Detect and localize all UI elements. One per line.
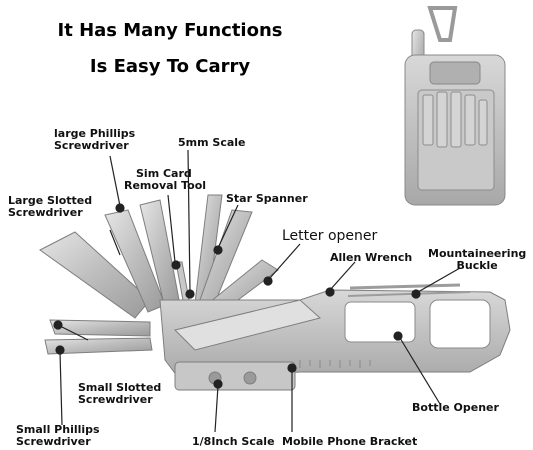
label-mountaineering-line2: Buckle	[456, 259, 498, 272]
label-inch-scale: 1/8Inch Scale	[192, 435, 275, 448]
pointer-lines	[53, 149, 461, 433]
label-mountaineering-buckle: Mountaineering Buckle	[428, 248, 526, 272]
label-small-phillips-line1: Small Phillips	[16, 423, 100, 436]
label-large-slotted: Large Slotted Screwdriver	[8, 195, 92, 219]
label-bottle-opener: Bottle Opener	[412, 401, 499, 414]
label-mountaineering-line1: Mountaineering	[428, 247, 527, 260]
label-small-slotted-line2: Screwdriver	[78, 393, 153, 406]
label-large-slotted-line2: Screwdriver	[8, 206, 83, 219]
label-small-phillips-line2: Screwdriver	[16, 435, 91, 448]
label-small-phillips: Small Phillips Screwdriver	[16, 424, 100, 448]
open-tool-image	[39, 194, 511, 391]
label-sim-card: Sim Card Removal Tool	[124, 168, 206, 192]
folded-tool-image	[404, 6, 506, 206]
label-large-phillips: large Phillips Screwdriver	[54, 128, 135, 152]
headline-line-2: Is Easy To Carry	[89, 56, 251, 77]
label-phone-bracket: Mobile Phone Bracket	[282, 435, 418, 448]
label-small-slotted: Small Slotted Screwdriver	[78, 382, 161, 406]
label-sim-card-line1: Sim Card	[136, 167, 192, 180]
label-5mm-scale: 5mm Scale	[178, 136, 246, 149]
label-large-slotted-line1: Large Slotted	[8, 194, 93, 207]
label-allen-wrench: Allen Wrench	[330, 251, 413, 264]
label-sim-card-line2: Removal Tool	[124, 179, 207, 192]
label-letter-opener: Letter opener	[282, 228, 378, 244]
headline-line-1: It Has Many Functions	[57, 20, 283, 41]
label-small-slotted-line1: Small Slotted	[78, 381, 162, 394]
label-large-phillips-line2: Screwdriver	[54, 139, 129, 152]
label-large-phillips-line1: large Phillips	[54, 127, 136, 140]
label-star-spanner: Star Spanner	[226, 192, 308, 205]
